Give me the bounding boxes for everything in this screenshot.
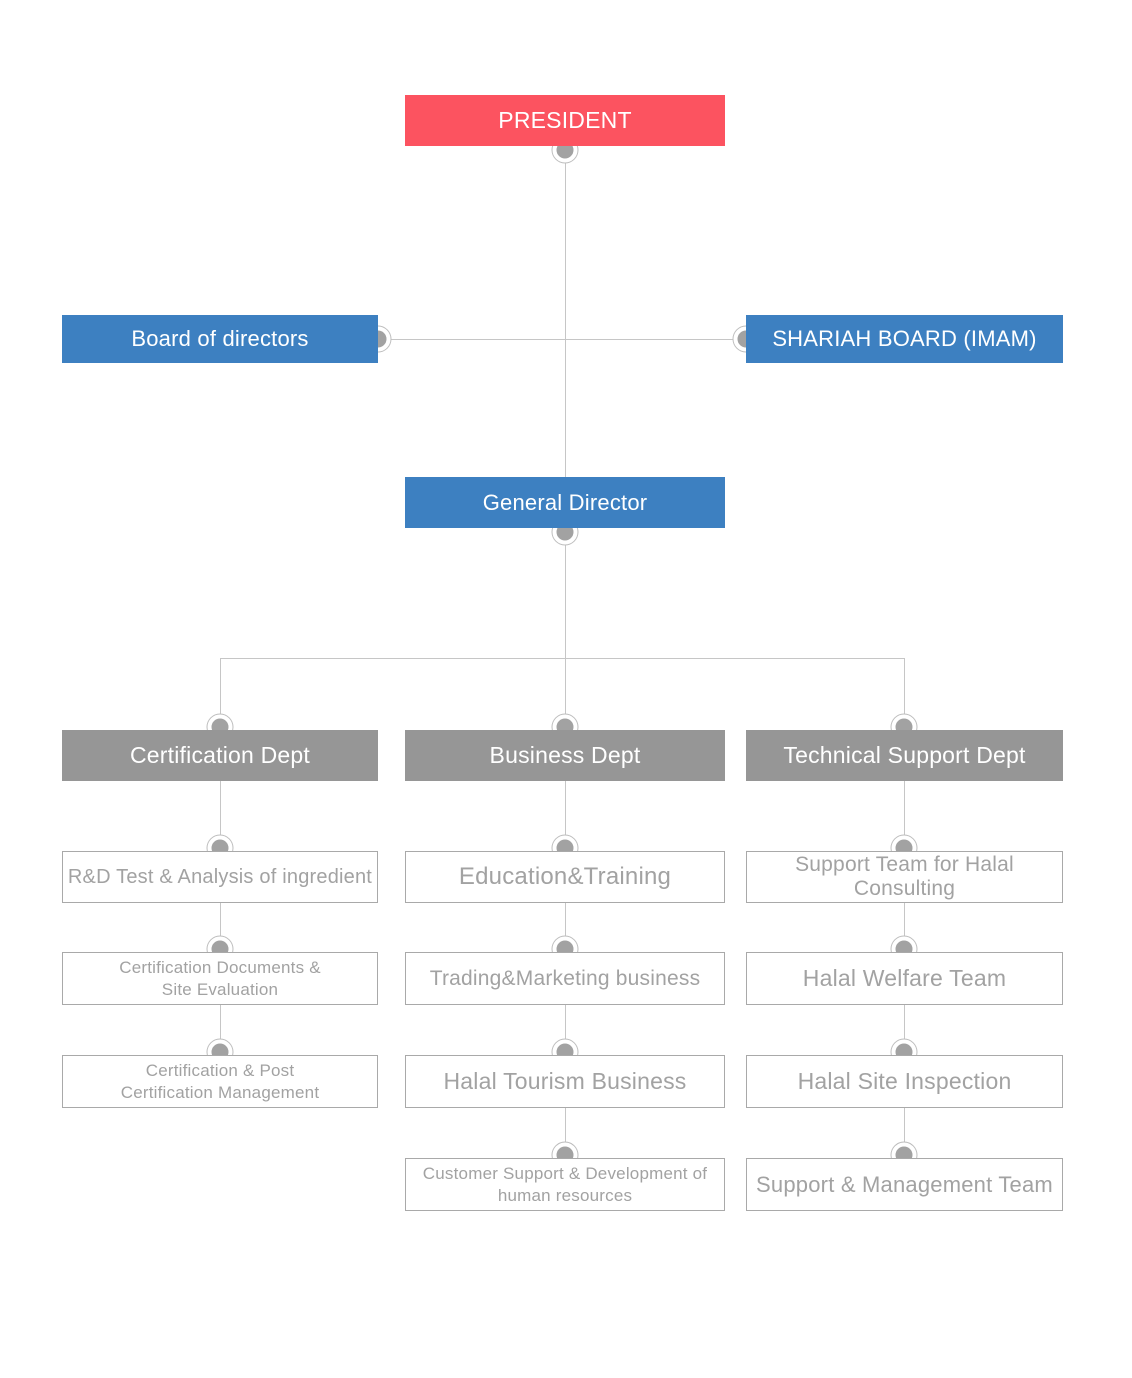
team-label: human resources [497, 1185, 633, 1205]
connector-line [904, 658, 905, 730]
connector-line [904, 1005, 905, 1055]
team-trading-marketing: Trading&Marketing business [405, 952, 725, 1005]
node-dept-business: Business Dept [405, 730, 725, 781]
team-label: Certification & Post [145, 1060, 295, 1080]
node-president-label: PRESIDENT [498, 107, 632, 133]
connector-line [378, 339, 746, 340]
team-label: Site Evaluation [161, 979, 279, 999]
team-label: Support Team for Halal Consulting [795, 853, 1014, 900]
team-label: Support & Management Team [756, 1171, 1053, 1197]
team-label: Education&Training [458, 863, 672, 890]
node-board-of-directors-label: Board of directors [131, 326, 309, 351]
team-support-management: Support & Management Team [746, 1158, 1063, 1211]
team-certification-post-management: Certification & Post Certification Manag… [62, 1055, 378, 1108]
connector-line [220, 658, 221, 730]
team-education-training: Education&Training [405, 851, 725, 903]
node-dept-business-label: Business Dept [489, 742, 641, 768]
node-dept-certification-label: Certification Dept [129, 742, 310, 768]
connector-line [220, 781, 221, 851]
team-label: Halal Welfare Team [802, 965, 1007, 991]
team-halal-welfare: Halal Welfare Team [746, 952, 1063, 1005]
node-shariah-board: SHARIAH BOARD (IMAM) [746, 315, 1063, 363]
node-dept-technical-support-label: Technical Support Dept [783, 742, 1026, 768]
team-halal-tourism: Halal Tourism Business [405, 1055, 725, 1108]
team-label: Customer Support & Development of [422, 1163, 708, 1183]
node-board-of-directors: Board of directors [62, 315, 378, 363]
team-label: Certification Management [120, 1082, 320, 1102]
connector-line [565, 1108, 566, 1158]
node-dept-technical-support: Technical Support Dept [746, 730, 1063, 781]
team-certification-documents: Certification Documents & Site Evaluatio… [62, 952, 378, 1005]
team-customer-support-hr: Customer Support & Development of human … [405, 1158, 725, 1211]
team-halal-consulting-support: Support Team for Halal Consulting [746, 851, 1063, 903]
connector-line [565, 1005, 566, 1055]
team-rd-test-analysis: R&D Test & Analysis of ingredient [62, 851, 378, 903]
connector-line [220, 658, 904, 659]
connector-line [904, 781, 905, 851]
team-label: R&D Test & Analysis of ingredient [67, 865, 373, 888]
team-halal-site-inspection: Halal Site Inspection [746, 1055, 1063, 1108]
connector-line [565, 528, 566, 658]
connector-line [565, 146, 566, 477]
connector-line [565, 658, 566, 730]
team-label: Halal Site Inspection [797, 1068, 1012, 1094]
node-shariah-board-label: SHARIAH BOARD (IMAM) [772, 326, 1037, 351]
connector-line [220, 1005, 221, 1055]
team-label: Halal Tourism Business [443, 1068, 687, 1094]
node-president: PRESIDENT [405, 95, 725, 146]
node-general-director-label: General Director [482, 489, 648, 515]
team-label: Trading&Marketing business [429, 966, 701, 990]
node-dept-certification: Certification Dept [62, 730, 378, 781]
connector-line [904, 903, 905, 952]
connector-line [565, 781, 566, 851]
node-general-director: General Director [405, 477, 725, 528]
connector-line [220, 903, 221, 952]
team-label: Certification Documents & [119, 957, 321, 977]
connector-line [565, 903, 566, 952]
connector-line [904, 1108, 905, 1158]
